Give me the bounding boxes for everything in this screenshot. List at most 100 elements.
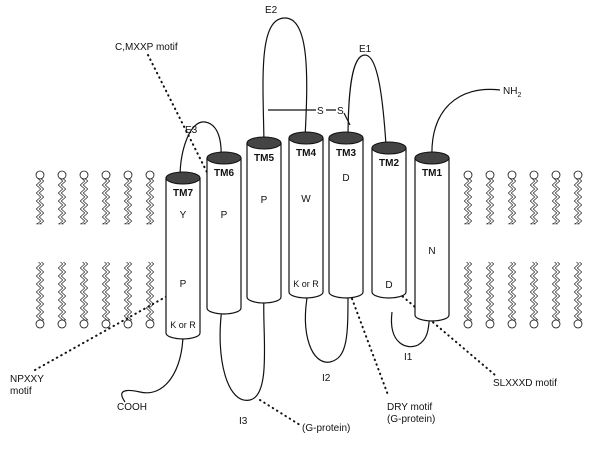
loop-i3 [219, 296, 266, 401]
lipid-tail [79, 261, 86, 321]
lipid-tail [123, 261, 130, 321]
helix-cap [414, 151, 450, 165]
lipid-column [463, 170, 473, 329]
lipid-column [35, 170, 45, 329]
lipid-tail [79, 178, 86, 225]
residue-label: N [428, 246, 435, 257]
label-i2: I2 [322, 373, 331, 384]
lipid-head [123, 170, 133, 180]
label-disulfide-left: S [317, 106, 324, 117]
lipid-tail [101, 178, 108, 225]
lipid-column [57, 170, 67, 329]
label-disulfide-right: S [337, 106, 344, 117]
lipid-tail [510, 178, 517, 225]
lipid-head [145, 319, 155, 329]
residue-label: D [385, 280, 392, 291]
label-i3: I3 [239, 416, 248, 427]
lipid-column [485, 170, 495, 329]
lipid-column [123, 170, 133, 329]
label-dry-line2: (G-protein) [387, 414, 435, 425]
lipid-head [573, 170, 583, 180]
helix-cap [371, 141, 407, 155]
lipid-tail [60, 261, 67, 321]
helix-body [246, 142, 282, 304]
loop-e1 [347, 54, 387, 146]
lipid-tail [466, 178, 473, 225]
lipid-tail [554, 261, 561, 321]
helix-label: TM7 [173, 188, 193, 199]
lipid-tail [551, 261, 558, 321]
c-terminus-tail [121, 332, 184, 403]
lipid-head [101, 319, 111, 329]
label-npxxy-line1: NPXXY [10, 374, 44, 385]
lipid-head [79, 170, 89, 180]
residue-label: P [261, 195, 268, 206]
lipid-head [529, 170, 539, 180]
lipid-column [551, 170, 561, 329]
label-dry-line1: DRY motif [387, 402, 432, 413]
lipid-tail [148, 261, 155, 321]
lipid-tail [35, 178, 42, 225]
lipid-head [551, 319, 561, 329]
lipid-tail [104, 261, 111, 321]
helix-body [414, 157, 450, 322]
lipid-bilayer-right [463, 170, 583, 329]
lipid-column [79, 170, 89, 329]
lipid-tail [573, 261, 580, 321]
lipid-tail [35, 261, 42, 321]
helix-cap [246, 136, 282, 150]
lipid-tail [126, 178, 133, 225]
lipid-head [573, 319, 583, 329]
lipid-tail [38, 261, 45, 321]
lipid-tail [101, 261, 108, 321]
lipid-tail [148, 178, 155, 225]
lipid-tail [57, 178, 64, 225]
lipid-tail [104, 178, 111, 225]
label-npxxy-line2: motif [10, 386, 32, 397]
lipid-tail [507, 261, 514, 321]
lipid-head [507, 170, 517, 180]
lipid-tail [507, 178, 514, 225]
lipid-head [485, 170, 495, 180]
n-terminus-tail [431, 88, 501, 159]
helix-cap [165, 171, 201, 185]
slxxxd-pointer [394, 289, 496, 376]
loop-e2 [262, 17, 308, 144]
lipid-head [463, 170, 473, 180]
npxxy-pointer [34, 289, 179, 371]
helix-body [328, 137, 364, 299]
lipid-tail [463, 261, 470, 321]
lipid-tail [485, 261, 492, 321]
lipid-tail [38, 178, 45, 225]
label-cmxxp-motif: C,MXXP motif [115, 42, 178, 53]
lipid-tail [485, 178, 492, 225]
loop-e3 [179, 121, 222, 179]
lipid-tail [529, 261, 536, 321]
lipid-tail [529, 178, 536, 225]
lipid-tail [551, 178, 558, 225]
label-e1: E1 [359, 44, 372, 55]
lipid-head [145, 170, 155, 180]
label-c-terminus: COOH [117, 402, 147, 413]
helix-cap [288, 131, 324, 145]
gprotein-pointer [259, 399, 301, 426]
lipid-tail [488, 261, 495, 321]
disulfide-bond [268, 109, 351, 126]
helix-label: TM1 [422, 168, 442, 179]
lipid-bilayer-left [35, 170, 155, 329]
helix-label: TM5 [254, 153, 274, 164]
lipid-tail [463, 178, 470, 225]
lipid-head [463, 319, 473, 329]
lipid-tail [576, 261, 583, 321]
residue-label: D [342, 173, 349, 184]
helix-body [288, 137, 324, 299]
lipid-column [529, 170, 539, 329]
loop-i2 [304, 291, 349, 363]
cmxxp-pointer [147, 54, 226, 209]
residue-label: Y [180, 210, 187, 221]
lipid-tail [82, 261, 89, 321]
